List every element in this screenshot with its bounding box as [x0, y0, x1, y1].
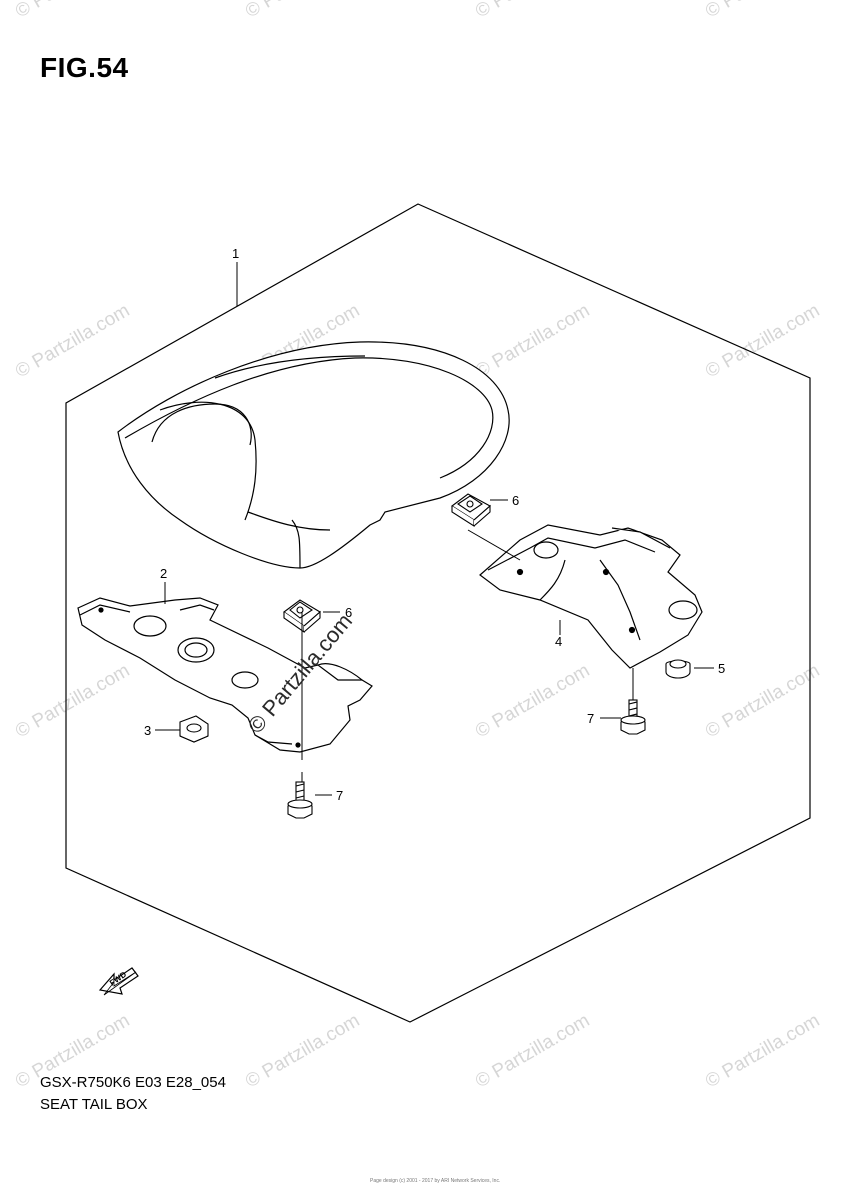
callout-1: 1 [232, 246, 239, 261]
watermark: © Partzilla.com [472, 1010, 593, 1092]
hex-nut [179, 715, 209, 743]
bolt-left [287, 781, 313, 819]
footer-copyright: Page design (c) 2001 - 2017 by ARI Netwo… [370, 1178, 501, 1184]
callout-5: 5 [718, 661, 725, 676]
watermark: © Partzilla.com [702, 300, 823, 382]
watermark: © Partzilla.com [12, 660, 133, 742]
figure-title: FIG.54 [40, 52, 129, 83]
callout-numbers: 1 2 3 4 5 6 6 7 7 [144, 246, 725, 803]
callout-4: 4 [555, 634, 562, 649]
callout-6-upper: 6 [512, 493, 519, 508]
watermark: © Partzilla.com [702, 0, 823, 22]
front-bracket [77, 597, 373, 753]
forward-arrow-icon: FWD [98, 967, 139, 996]
watermark: © Partzilla.com [242, 1010, 363, 1092]
callout-6-middle: 6 [345, 605, 352, 620]
watermark: © Partzilla.com [702, 1010, 823, 1092]
callout-7-right: 7 [587, 711, 594, 726]
bolt-right [620, 699, 646, 735]
watermark: © Partzilla.com [12, 0, 133, 22]
leader-lines [155, 262, 714, 796]
callout-3: 3 [144, 723, 151, 738]
seat-tail-cover [117, 341, 510, 569]
diagram-caption: SEAT TAIL BOX [40, 1096, 148, 1113]
watermark: © Partzilla.com [472, 0, 593, 22]
watermark: © Partzilla.com [472, 660, 593, 742]
watermark: © Partzilla.com [12, 300, 133, 382]
watermark: © Partzilla.com [472, 300, 593, 382]
callout-2: 2 [160, 566, 167, 581]
grommet [665, 659, 691, 679]
callout-7-left: 7 [336, 788, 343, 803]
watermark: © Partzilla.com [242, 0, 363, 22]
clip-nut-upper [451, 493, 491, 528]
rear-bracket [479, 524, 703, 669]
assembly-boundary [65, 203, 811, 1023]
watermark-layer: © Partzilla.com © Partzilla.com © Partzi… [12, 0, 823, 1092]
model-code: GSX-R750K6 E03 E28_054 [40, 1074, 226, 1091]
